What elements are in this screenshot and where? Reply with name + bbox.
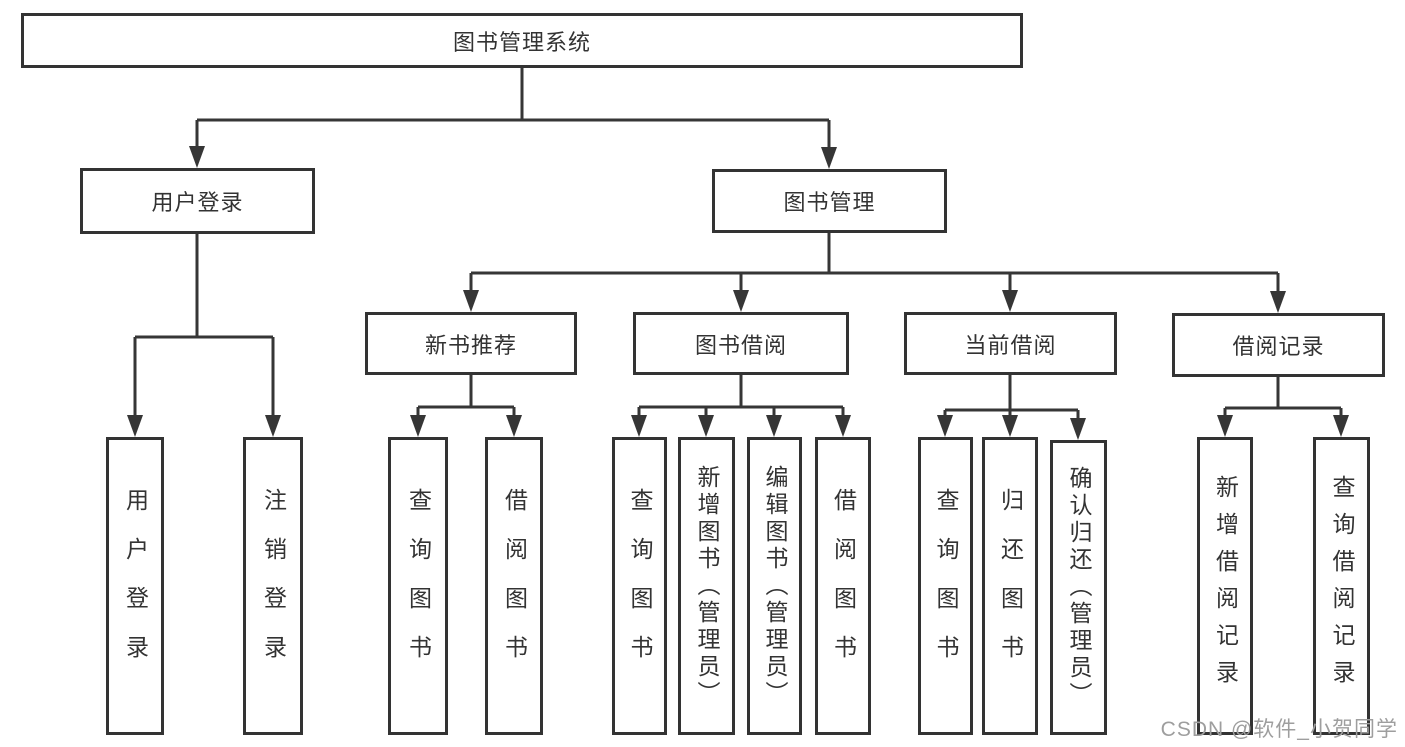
leaf-return-books-label: 归还图书 (997, 488, 1024, 684)
leaf-borrow-query-books: 查询图书 (612, 437, 667, 735)
connector-login-split (127, 234, 281, 437)
node-book-borrow-label: 图书借阅 (694, 332, 787, 358)
leaf-user-login-label: 用户登录 (122, 488, 149, 684)
leaf-borrow-books-label: 借阅图书 (830, 488, 857, 684)
connector-records-split (1217, 377, 1349, 437)
node-root-system: 图书管理系统 (21, 13, 1023, 68)
node-book-borrow: 图书借阅 (633, 312, 849, 375)
connector-borrow-split (631, 375, 851, 437)
node-root-label: 图书管理系统 (452, 29, 591, 55)
leaf-edit-books-admin-label: 编辑图书（管理员） (762, 464, 788, 708)
node-book-management-label: 图书管理 (783, 190, 876, 215)
leaf-current-query-books-label: 查询图书 (933, 488, 959, 684)
connector-current-split (937, 375, 1086, 440)
leaf-query-borrow-record: 查询借阅记录 (1313, 437, 1370, 735)
leaf-recommend-borrow-books-label: 借阅图书 (501, 488, 528, 684)
leaf-borrow-books: 借阅图书 (815, 437, 871, 735)
leaf-current-query-books: 查询图书 (918, 437, 973, 735)
leaf-query-borrow-record-label: 查询借阅记录 (1329, 475, 1355, 697)
node-user-login-label: 用户登录 (151, 190, 244, 215)
leaf-recommend-query-books-label: 查询图书 (405, 488, 432, 684)
node-user-login: 用户登录 (80, 168, 315, 234)
node-current-borrow-label: 当前借阅 (964, 332, 1057, 358)
connector-recommend-split (410, 375, 522, 437)
leaf-add-borrow-record-label: 新增借阅记录 (1212, 475, 1239, 697)
leaf-logout-label: 注销登录 (260, 488, 287, 684)
leaf-add-books-admin: 新增图书（管理员） (678, 437, 735, 735)
leaf-user-login: 用户登录 (106, 437, 164, 735)
leaf-recommend-query-books: 查询图书 (388, 437, 448, 735)
leaf-logout: 注销登录 (243, 437, 303, 735)
watermark: CSDN @软件_小贺同学 (1160, 718, 1398, 741)
node-borrow-records: 借阅记录 (1172, 313, 1385, 377)
node-current-borrow: 当前借阅 (904, 312, 1117, 375)
leaf-add-borrow-record: 新增借阅记录 (1197, 437, 1253, 735)
leaf-edit-books-admin: 编辑图书（管理员） (747, 437, 802, 735)
node-new-book-recommend-label: 新书推荐 (424, 332, 517, 358)
leaf-borrow-query-books-label: 查询图书 (627, 488, 653, 684)
node-new-book-recommend: 新书推荐 (365, 312, 577, 375)
connector-root-split (189, 68, 837, 169)
connector-mgmt-split (463, 233, 1286, 313)
leaf-add-books-admin-label: 新增图书（管理员） (694, 464, 720, 708)
leaf-confirm-return-admin: 确认归还（管理员） (1050, 440, 1107, 735)
node-borrow-records-label: 借阅记录 (1232, 334, 1325, 359)
node-book-management: 图书管理 (712, 169, 947, 233)
leaf-recommend-borrow-books: 借阅图书 (485, 437, 543, 735)
leaf-return-books: 归还图书 (982, 437, 1038, 735)
leaf-confirm-return-admin-label: 确认归还（管理员） (1066, 466, 1092, 709)
